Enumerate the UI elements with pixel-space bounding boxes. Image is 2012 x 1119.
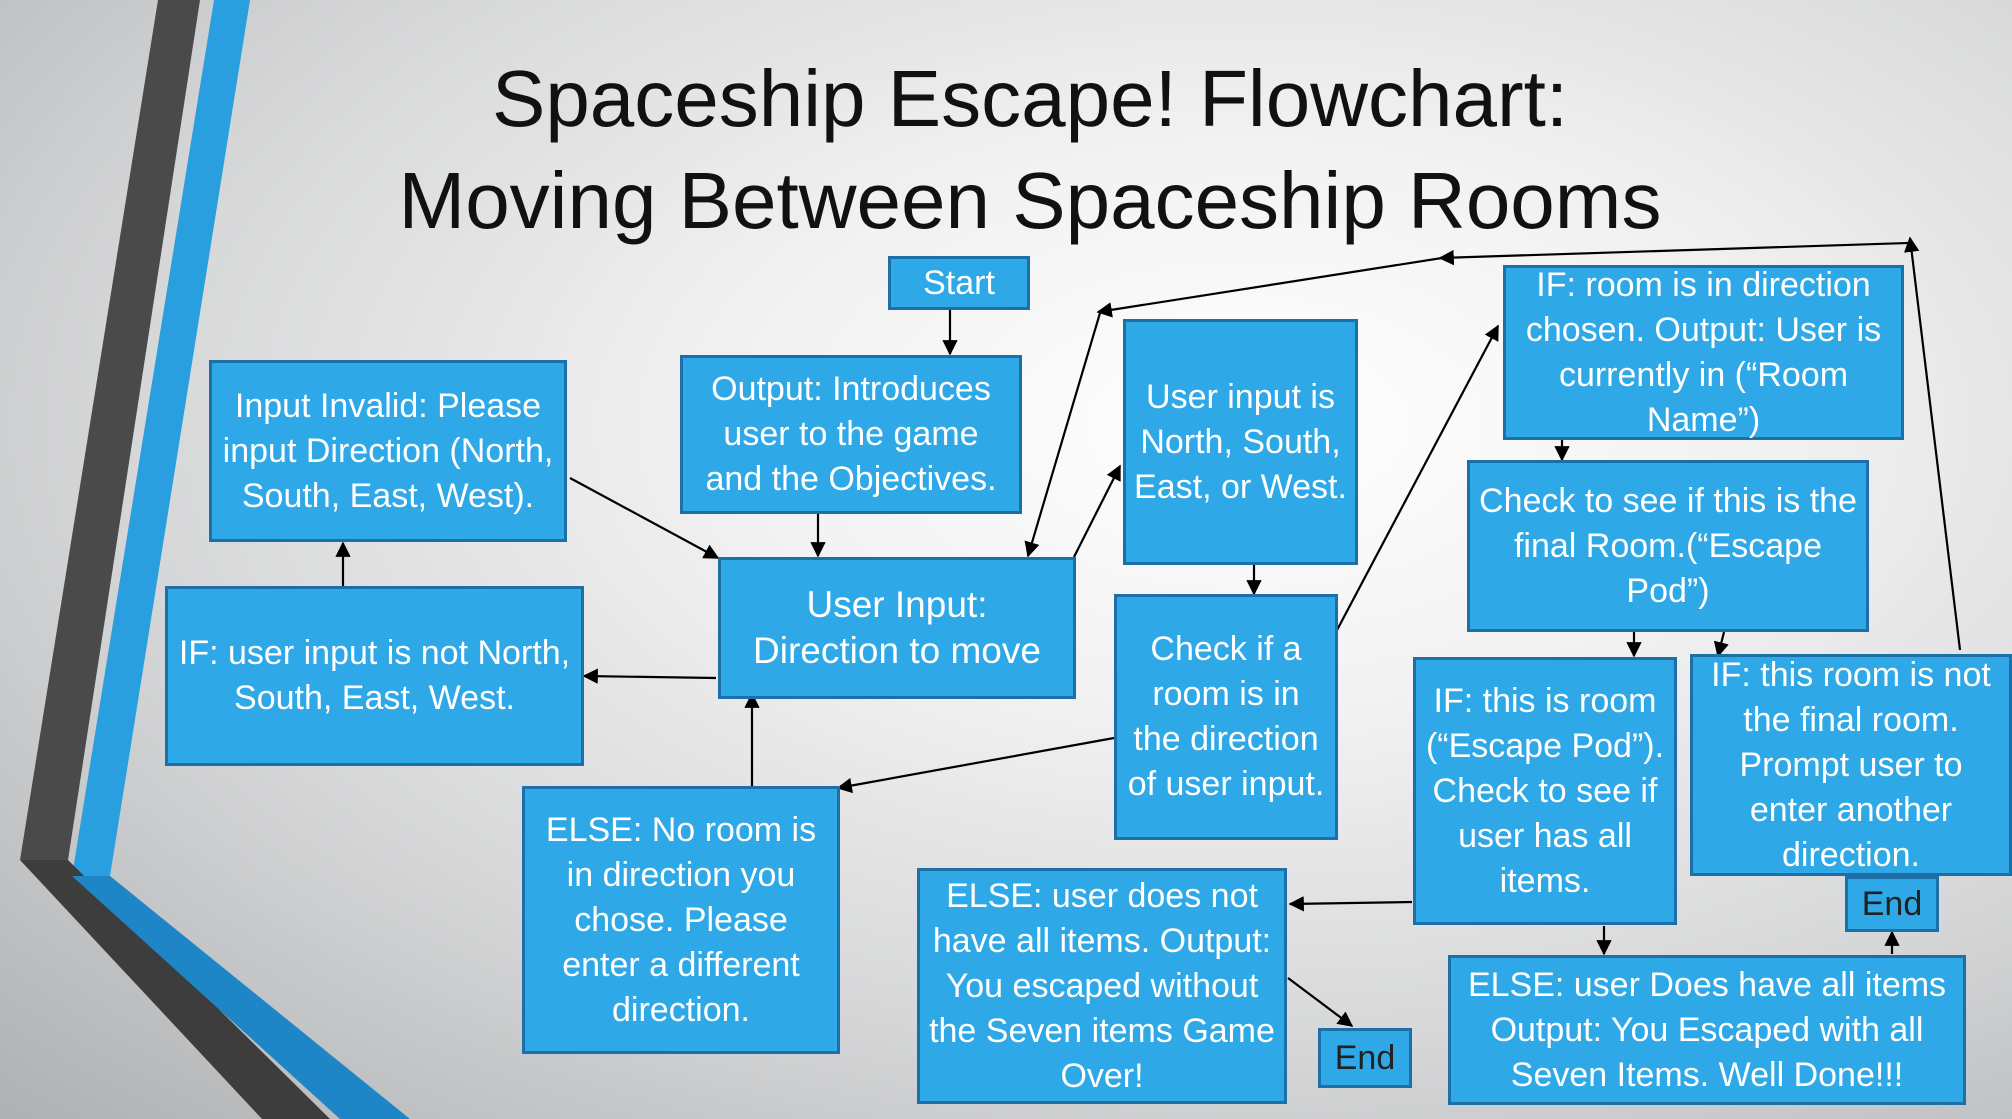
input-invalid-text: Input Invalid: Please input Direction (N… xyxy=(222,386,554,515)
user-input-text: User Input: Direction to move xyxy=(753,584,1041,671)
intro-output-text: Output: Introduces user to the game and … xyxy=(705,370,997,498)
if-not-direction-text: IF: user input is not North, South, East… xyxy=(178,634,571,717)
else-no-room-node: ELSE: No room is in direction you chose.… xyxy=(522,786,840,1054)
if-escape-pod-node: IF: this is room (“Escape Pod”). Check t… xyxy=(1413,657,1677,925)
user-input-node: User Input: Direction to move xyxy=(718,557,1076,699)
else-all-items-text: ELSE: user Does have all items Output: Y… xyxy=(1467,965,1947,1094)
end-node-1: End xyxy=(1318,1028,1412,1088)
check-final-room-text: Check to see if this is the final Room.(… xyxy=(1479,481,1857,610)
else-no-items-text: ELSE: user does not have all items. Outp… xyxy=(929,876,1275,1095)
else-no-items-node: ELSE: user does not have all items. Outp… xyxy=(917,868,1287,1104)
stripe-dark-upper xyxy=(20,0,200,860)
stripe-blue-upper xyxy=(72,0,250,876)
if-not-final-node: IF: this room is not the final room. Pro… xyxy=(1690,654,2012,876)
if-not-final-text: IF: this room is not the final room. Pro… xyxy=(1711,655,1991,874)
if-room-node: IF: room is in direction chosen. Output:… xyxy=(1503,265,1904,440)
else-all-items-node: ELSE: user Does have all items Output: Y… xyxy=(1448,955,1966,1105)
valid-direction-node: User input is North, South, East, or Wes… xyxy=(1123,319,1358,565)
if-room-text: IF: room is in direction chosen. Output:… xyxy=(1525,265,1882,439)
start-node: Start xyxy=(888,256,1030,310)
stripe-dark-lower xyxy=(20,860,330,1119)
stripe-blue-lower xyxy=(72,876,410,1119)
check-final-room-node: Check to see if this is the final Room.(… xyxy=(1467,460,1869,632)
title-line-2: Moving Between Spaceship Rooms xyxy=(398,156,1662,245)
slide-title: Spaceship Escape! Flowchart: Moving Betw… xyxy=(330,48,1730,252)
check-room-node: Check if a room is in the direction of u… xyxy=(1114,594,1338,840)
input-invalid-node: Input Invalid: Please input Direction (N… xyxy=(209,360,567,542)
title-line-1: Spaceship Escape! Flowchart: xyxy=(491,54,1569,143)
else-no-room-text: ELSE: No room is in direction you chose.… xyxy=(545,810,817,1029)
if-escape-pod-text: IF: this is room (“Escape Pod”). Check t… xyxy=(1425,681,1665,900)
end-text-1: End xyxy=(1334,1038,1396,1077)
valid-direction-text: User input is North, South, East, or Wes… xyxy=(1134,377,1347,506)
intro-output-node: Output: Introduces user to the game and … xyxy=(680,355,1022,514)
end-node-2: End xyxy=(1845,876,1939,932)
if-not-direction-node: IF: user input is not North, South, East… xyxy=(165,586,584,766)
start-text: Start xyxy=(923,263,995,302)
check-room-text: Check if a room is in the direction of u… xyxy=(1127,630,1325,803)
end-text-2: End xyxy=(1861,884,1923,923)
